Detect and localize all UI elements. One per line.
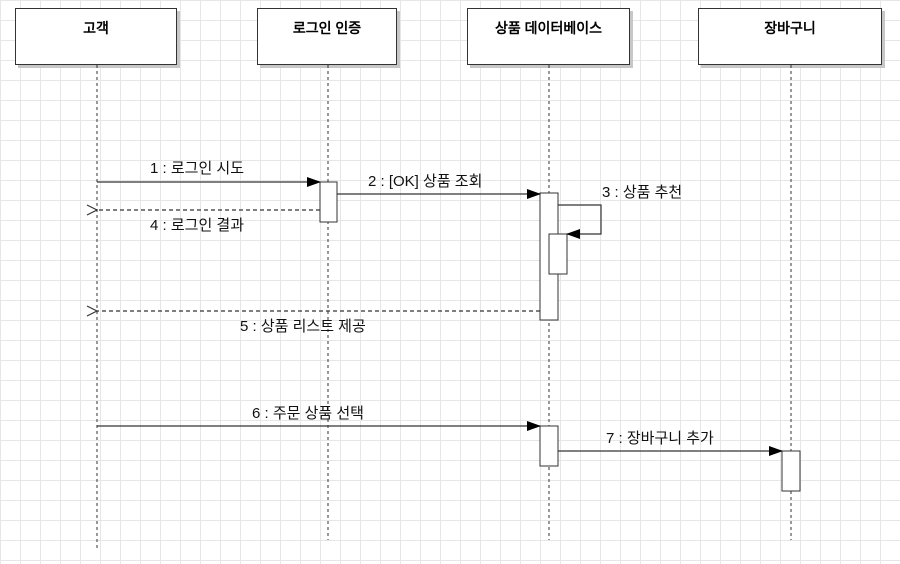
- activation-login: [319, 181, 338, 223]
- activation-product-db-nested: [548, 233, 568, 275]
- message-label-5: 5 : 상품 리스트 제공: [240, 318, 366, 335]
- activation-product-db-2: [539, 425, 559, 467]
- message-label-7: 7 : 장바구니 추가: [606, 430, 714, 447]
- activation-cart: [781, 450, 801, 492]
- participant-customer[interactable]: 고객: [15, 8, 177, 65]
- message-arrow-3[interactable]: [558, 204, 602, 239]
- participant-login-auth[interactable]: 로그인 인증: [257, 8, 397, 65]
- message-label-4: 4 : 로그인 결과: [150, 217, 245, 234]
- participant-product-db[interactable]: 상품 데이터베이스: [467, 8, 630, 65]
- message-label-2: 2 : [OK] 상품 조회: [368, 173, 483, 190]
- message-label-3: 3 : 상품 추천: [602, 184, 683, 201]
- message-label-6: 6 : 주문 상품 선택: [252, 405, 364, 422]
- participant-cart[interactable]: 장바구니: [698, 8, 882, 65]
- message-label-1: 1 : 로그인 시도: [150, 160, 245, 177]
